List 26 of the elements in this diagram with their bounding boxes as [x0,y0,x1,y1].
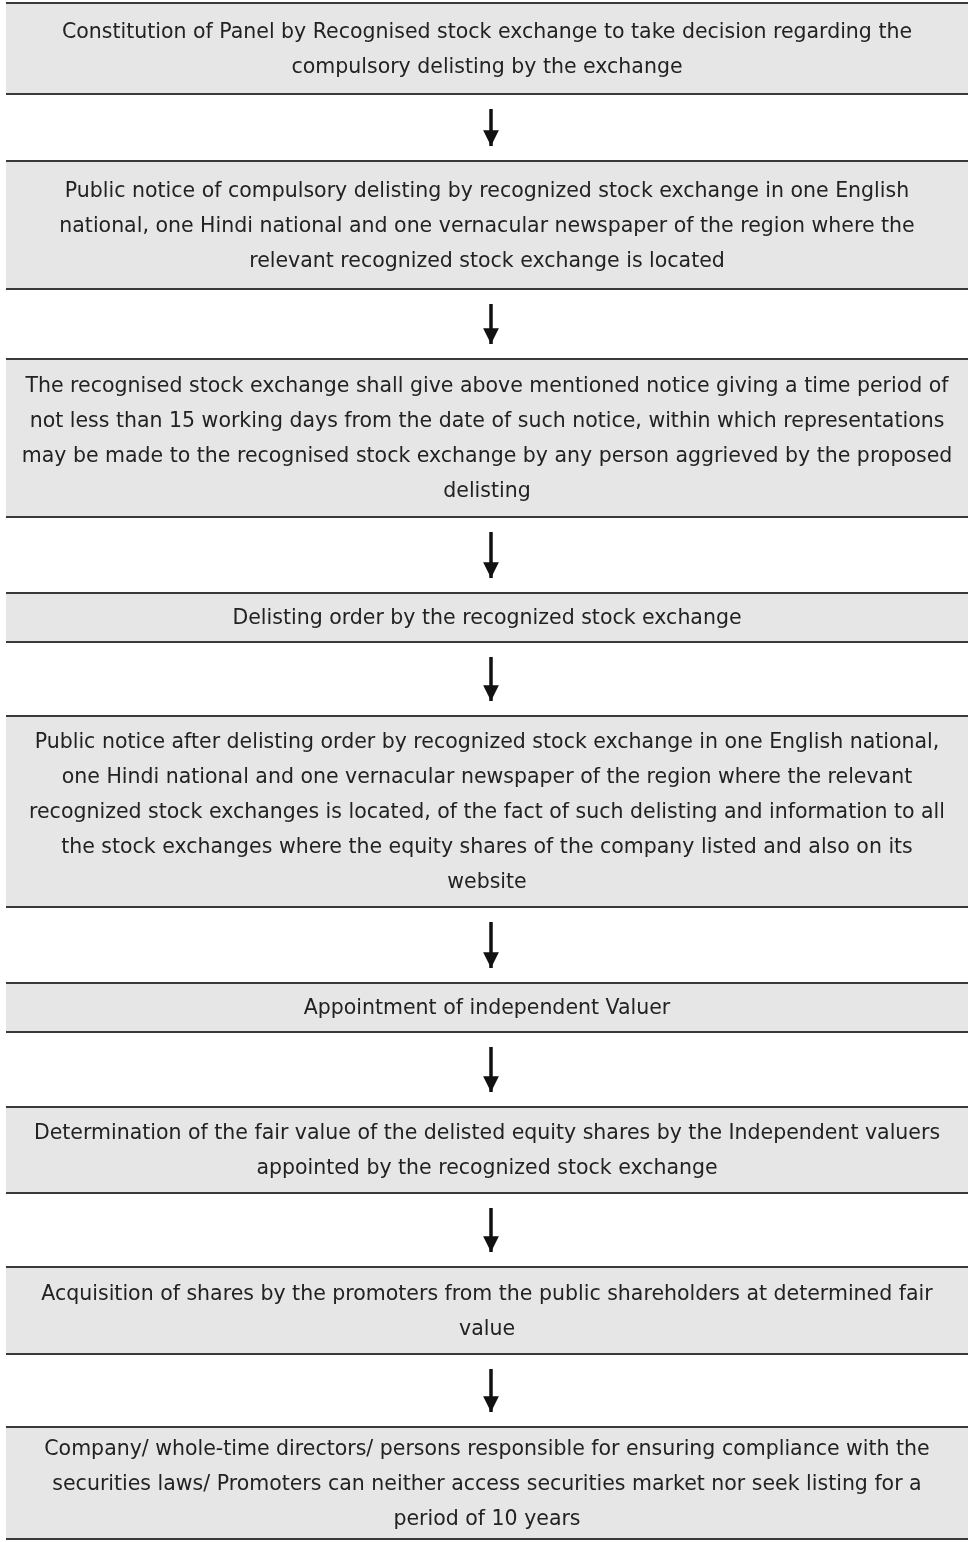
process-box [6,715,968,908]
process-box [6,2,968,95]
arrow [483,922,499,968]
process-box [6,1106,968,1194]
arrow [483,1208,499,1252]
step-text: Public notice after delisting order by recognized stock exchange in one English national, one Hindi national and one vernacular newspaper of the region where the relevant recognized stock exchanges is located, of the fact of such delisting and information to all the stock exchanges where the equity shares of the company listed and also on its website [28,728,946,895]
step-text: The recognised stock exchange shall give above mentioned notice giving a time period of not less than 15 working days from the date of such notice, within which representations may be made to the recognised stock exchange by any person aggrieved by the proposed delisting [20,372,954,504]
arrow [483,109,499,146]
arrow [483,1047,499,1092]
arrow [483,304,499,344]
step-text: Constitution of Panel by Recognised stock exchange to take decision regarding the compulsory delisting by the exchange [60,17,914,80]
process-box [6,982,968,1033]
process-box [6,1266,968,1355]
step-text: Public notice of compulsory delisting by recognized stock exchange in one English national, one Hindi national and one vernacular newspaper of the region where the relevant recognized stock exchange is located [58,176,916,274]
arrow [483,1369,499,1412]
step-text: Acquisition of shares by the promoters from the public shareholders at determined fair value [40,1279,934,1342]
process-box [6,592,968,643]
step-text: Company/ whole-time directors/ persons responsible for ensuring compliance with the securities laws/ Promoters can neither access securities market nor seek listing for a period of 10 years [43,1434,931,1532]
step-text: Determination of the fair value of the delisted equity shares by the Independent valuers appointed by the recognized stock exchange [32,1119,942,1181]
process-box [6,358,968,518]
arrow [483,532,499,578]
arrow [483,657,499,701]
step-text: Appointment of independent Valuer [303,994,671,1021]
process-box [6,1426,968,1540]
step-text: Delisting order by the recognized stock exchange [232,604,742,631]
process-box [6,160,968,290]
